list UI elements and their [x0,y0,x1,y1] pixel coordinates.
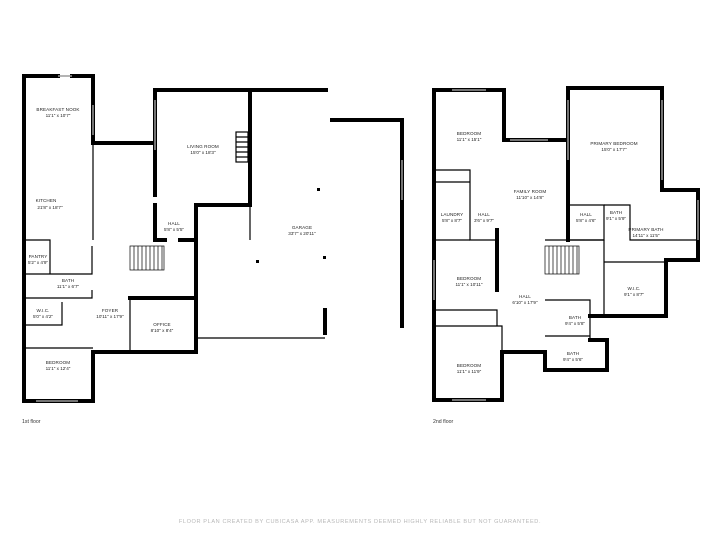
first-floor-label: 1st floor [22,419,41,425]
room-label-bedroom: BEDROOM [46,360,71,365]
room-label-bedroom-2: BEDROOM [457,276,482,281]
room-dims-wic-2: 9'1" x 8'7" [624,292,644,297]
room-label-bath-2b: BATH [569,315,581,320]
room-label-bedroom-1: BEDROOM [457,131,482,136]
room-label-bath-2a: BATH [610,210,622,215]
room-dims-living-room: 15'0" x 18'3" [190,150,216,155]
room-dims-hall-2a: 3'6" x 9'7" [474,218,494,223]
room-label-hall: HALL [168,221,180,226]
room-dims-bath: 11'1" x 6'7" [57,284,80,289]
second-floor-room-labels: BEDROOM 11'1" x 15'1" FAMILY ROOM 11'10"… [441,131,664,374]
room-dims-hall-2c: 6'10" x 17'9" [512,300,538,305]
room-label-pantry: PANTRY [29,254,48,259]
room-dims-hall: 5'8" x 5'5" [164,227,184,232]
room-label-wic: W.I.C. [36,308,49,313]
room-label-hall-2c: HALL [519,294,531,299]
second-floor-label: 2nd floor [433,419,453,425]
room-label-primary-bedroom: PRIMARY BEDROOM [590,141,637,146]
footer-disclaimer: FLOOR PLAN CREATED BY CUBICASA APP. MEAS… [179,519,541,525]
second-floor-stairs [544,245,580,275]
room-dims-hall-2b: 5'8" x 4'6" [576,218,596,223]
room-dims-wic: 5'0" x 4'2" [33,314,53,319]
first-floor-plan [22,74,404,403]
room-label-bath: BATH [62,278,74,283]
room-label-bath-2c: BATH [567,351,579,356]
room-label-hall-2b: HALL [580,212,592,217]
room-dims-office: 8'10" x 8'4" [151,328,174,333]
room-dims-laundry: 5'8" x 8'7" [442,218,462,223]
room-dims-breakfast-nook: 11'1" x 10'7" [46,113,71,118]
room-label-primary-bath: PRIMARY BATH [628,227,663,232]
room-label-wic-2: W.I.C. [627,286,640,291]
room-dims-bedroom: 11'1" x 12'4" [46,366,71,371]
room-label-hall-2a: HALL [478,212,490,217]
room-label-family-room: FAMILY ROOM [514,189,547,194]
room-label-office: OFFICE [153,322,170,327]
room-dims-family-room: 11'10" x 14'8" [516,195,544,200]
room-dims-garage: 33'7" x 20'11" [288,231,316,236]
room-dims-bath-2b: 9'4" x 5'8" [565,321,585,326]
first-floor-stairs [129,245,165,271]
room-dims-foyer: 10'11" x 17'9" [96,314,124,319]
second-floor-plan [432,86,700,402]
room-label-living-room: LIVING ROOM [187,144,219,149]
room-dims-bedroom-1: 11'1" x 15'1" [457,137,482,142]
room-label-breakfast-nook: BREAKFAST NOOK [36,107,80,112]
room-dims-pantry: 5'2" x 4'9" [28,260,48,265]
room-dims-kitchen: 21'8" x 18'7" [37,205,63,210]
room-label-foyer: FOYER [102,308,119,313]
room-dims-primary-bedroom: 15'0" x 17'7" [601,147,627,152]
first-floor-room-labels: BREAKFAST NOOK 11'1" x 10'7" KITCHEN 21'… [28,107,316,371]
room-dims-bedroom-2: 11'1" x 10'11" [455,282,482,287]
room-dims-bedroom-3: 11'1" x 11'9" [457,369,482,374]
room-dims-primary-bath: 14'11" x 11'5" [632,233,659,238]
room-dims-bath-2a: 9'1" x 5'9" [606,216,626,221]
room-label-kitchen: KITCHEN [36,198,57,203]
room-label-bedroom-3: BEDROOM [457,363,482,368]
room-label-garage: GARAGE [292,225,312,230]
room-dims-bath-2c: 9'4" x 5'6" [563,357,583,362]
room-label-laundry: LAUNDRY [441,212,464,217]
